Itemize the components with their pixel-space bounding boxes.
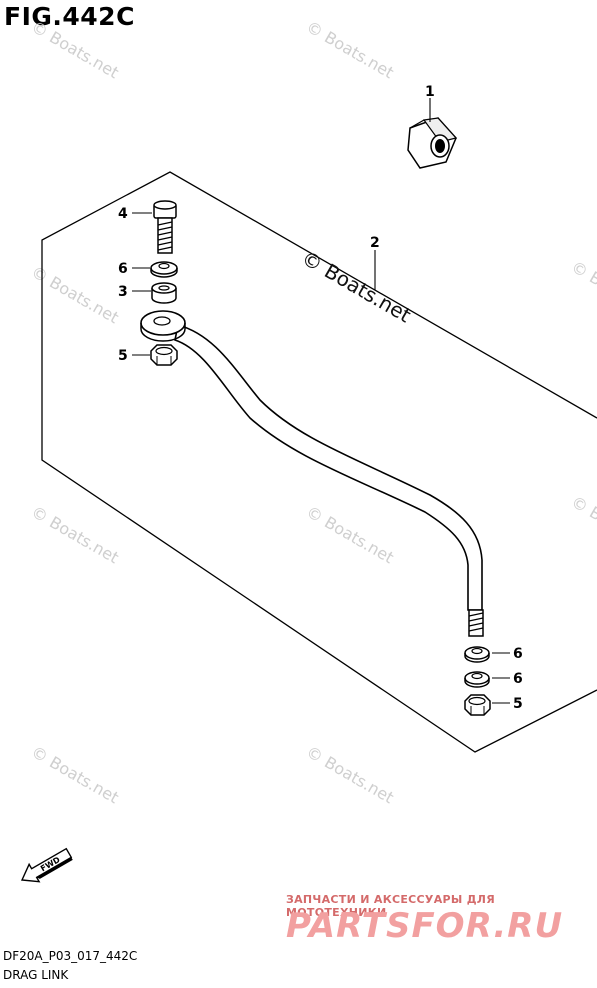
watermark-faint: © Boats.net xyxy=(303,742,397,807)
callout-4: 4 xyxy=(118,206,128,222)
callout-6: 6 xyxy=(513,671,523,687)
watermark-faint: © Boats.net xyxy=(303,502,397,567)
callout-5: 5 xyxy=(513,696,523,712)
promo-brand: PARTSFOR.RU xyxy=(286,906,564,946)
callout-3: 3 xyxy=(118,284,128,300)
part-washer xyxy=(150,261,178,278)
part-washer xyxy=(464,646,490,663)
callout-1: 1 xyxy=(425,84,435,100)
watermark-faint: © Boats.net xyxy=(568,257,597,322)
figure-title: FIG.442C xyxy=(4,2,135,31)
part-drag-link xyxy=(140,310,484,637)
part-bolt xyxy=(153,200,177,254)
promo-subtitle: ЗАПЧАСТИ И АКСЕССУАРЫ ДЛЯ МОТОТЕХНИКИ xyxy=(286,893,496,919)
leader-lines xyxy=(132,98,510,704)
faint-watermarks: © Boats.net © Boats.net © Boats.net © Bo… xyxy=(28,17,597,807)
watermark-faint: © Boats.net xyxy=(28,17,122,82)
assembly-outline xyxy=(41,171,597,753)
watermark-main: © Boats.net xyxy=(298,246,416,328)
watermark-faint: © Boats.net xyxy=(568,492,597,557)
callout-6: 6 xyxy=(513,646,523,662)
part-lock-nut xyxy=(150,344,178,366)
watermark-faint: © Boats.net xyxy=(303,17,397,82)
part-washer xyxy=(464,671,490,688)
part-lock-nut xyxy=(464,694,491,716)
forward-arrow-icon: FWD xyxy=(20,847,73,883)
callout-6: 6 xyxy=(118,261,128,277)
part-nut xyxy=(407,117,458,169)
callout-2: 2 xyxy=(370,235,380,251)
figure-name: DRAG LINK xyxy=(3,968,69,982)
part-collar xyxy=(151,282,177,304)
watermark-faint: © Boats.net xyxy=(28,502,122,567)
watermark-faint: © Boats.net xyxy=(28,742,122,807)
figure-code: DF20A_P03_017_442C xyxy=(3,949,138,963)
callout-5: 5 xyxy=(118,348,128,364)
